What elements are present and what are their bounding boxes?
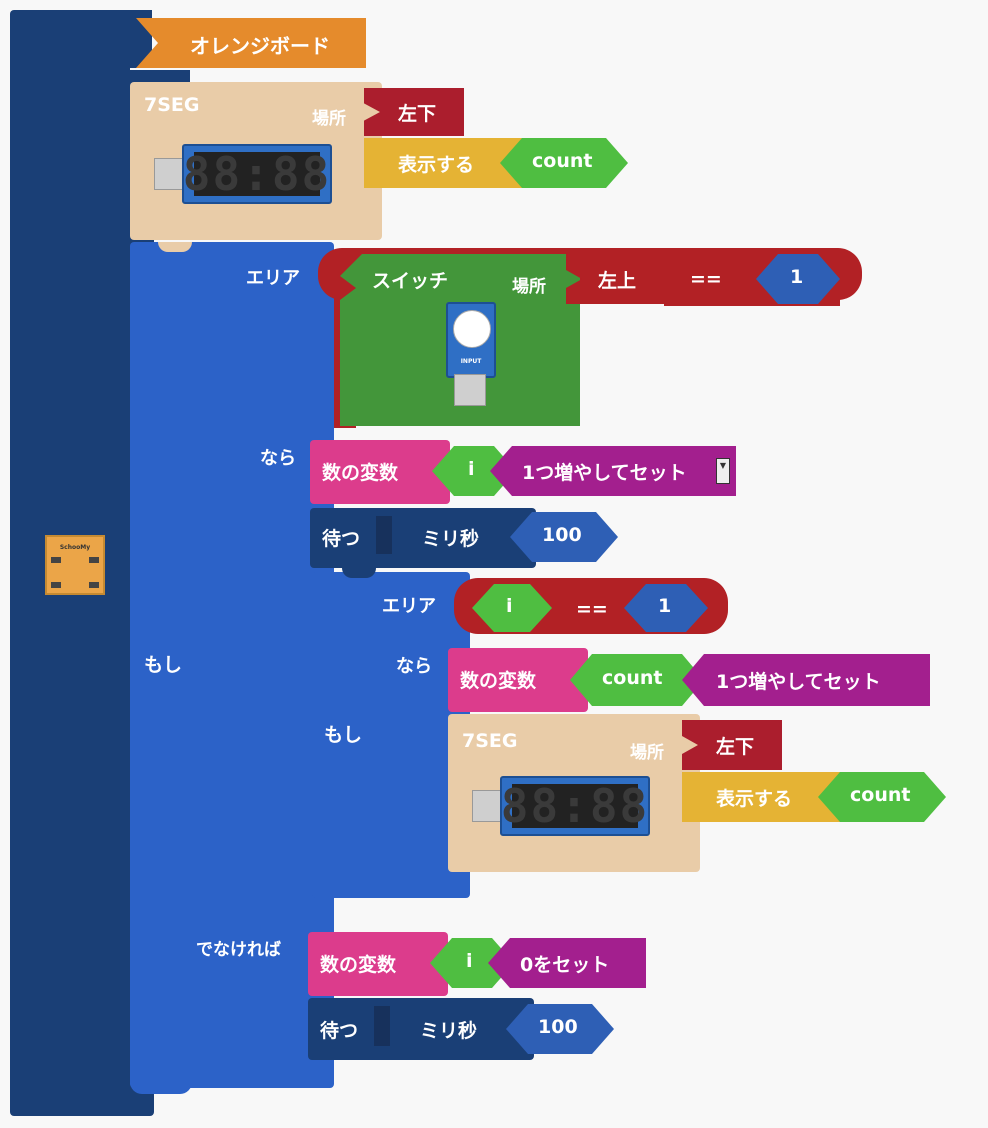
seg-inner-plug-icon [472, 790, 504, 822]
count-increment-text: 1つ増やしてセット [716, 671, 881, 693]
seg-inner-place-dropdown[interactable]: 左下 [682, 720, 782, 770]
seg-inner-place-label: 場所 [630, 743, 664, 763]
var-name-count[interactable]: count [570, 654, 704, 706]
seg-inner-label: 7SEG [462, 730, 518, 752]
schoolmy-board-icon: SchooMy [45, 535, 105, 595]
var-block-count-increment[interactable]: 数の変数 [448, 648, 588, 712]
switch-sensor-icon: INPUT [446, 302, 496, 378]
seg-inner-place-value: 左下 [716, 736, 755, 758]
wait-block-then[interactable]: 待つ [310, 508, 536, 568]
compare-operator-text: == [690, 268, 722, 290]
switch-place-value: 左上 [598, 270, 637, 292]
if-block-outer[interactable] [130, 242, 334, 1088]
wait-divider [376, 516, 392, 554]
increment-action-text: 1つ増やしてセット [522, 462, 687, 484]
wait-value-text: 100 [542, 524, 582, 546]
switch-icon-label: INPUT [460, 358, 482, 365]
var-block-i-reset[interactable]: 数の変数 [308, 932, 448, 996]
var-reset-name-text: i [466, 950, 473, 972]
seg-place-label: 場所 [312, 109, 346, 129]
compare-inner-operator: == [576, 598, 608, 620]
wait-label: 待つ [322, 528, 361, 550]
wait-else-divider [374, 1006, 390, 1046]
chevron-down-icon[interactable]: ▼ [716, 458, 730, 484]
seg-label: 7SEG [144, 94, 200, 116]
orange-board-title: オレンジボード [190, 34, 330, 58]
if-outer-label: もし [144, 654, 183, 676]
var-count-name-text: count [602, 667, 663, 689]
switch-sensor-block[interactable]: スイッチ 場所 INPUT [340, 254, 580, 426]
var-count-label: 数の変数 [460, 670, 537, 692]
if-inner-then-label: なら [396, 656, 432, 677]
switch-label: スイッチ [372, 270, 449, 292]
if-outer-bottom-tab [130, 1080, 192, 1094]
seg-inner-count-text: count [850, 784, 911, 806]
switch-plug-icon [454, 374, 486, 406]
seg-display-block-top[interactable]: 7SEG 場所 88:88 [130, 82, 382, 240]
orange-board-header[interactable]: オレンジボード [136, 18, 366, 68]
var-label: 数の変数 [322, 462, 399, 484]
seg-show-label: 表示する [398, 154, 475, 176]
switch-place-label: 場所 [512, 277, 546, 297]
seg-inner-display-icon: 88:88 [500, 776, 650, 836]
if-inner-top-notch [342, 568, 376, 578]
if-inner-area-label: エリア [382, 596, 436, 617]
wait-value-then[interactable]: 100 [510, 512, 618, 562]
seg-display-icon: 88:88 [182, 144, 332, 204]
if-inner-label: もし [324, 724, 363, 746]
compare-inner-right-text: 1 [658, 595, 672, 617]
if-outer-area-label: エリア [246, 268, 300, 289]
if-block-inner[interactable] [312, 572, 470, 898]
wait-else-label: 待つ [320, 1020, 359, 1042]
seg-inner-count-value[interactable]: count [818, 772, 946, 822]
if-outer-else-label: でなければ [196, 940, 281, 960]
compare-inner-left-text: i [506, 595, 513, 617]
if-outer-top-notch [158, 242, 192, 252]
seg-inner-show-label: 表示する [716, 788, 793, 810]
seg-inner-display-digits: 88:88 [500, 779, 650, 833]
reset-action-text: 0をセット [520, 954, 610, 976]
if-outer-then-label: なら [260, 448, 296, 469]
count-increment-action[interactable]: 1つ増やしてセット [682, 654, 930, 706]
seg-show-action[interactable]: 表示する [364, 138, 524, 188]
seg-count-text: count [532, 150, 593, 172]
var-name-text: i [468, 458, 475, 480]
seg-display-digits: 88:88 [182, 147, 332, 201]
wait-unit: ミリ秒 [422, 528, 480, 550]
seg-display-block-inner[interactable]: 7SEG 場所 88:88 [448, 714, 700, 872]
var-block-i-increment[interactable]: 数の変数 [310, 440, 450, 504]
increment-action[interactable]: 1つ増やしてセット ▼ [490, 446, 736, 496]
wait-else-unit: ミリ秒 [420, 1020, 478, 1042]
var-reset-label: 数の変数 [320, 954, 397, 976]
seg-place-dropdown[interactable]: 左下 [364, 88, 464, 136]
seg-inner-show-action[interactable]: 表示する [682, 772, 844, 822]
seg-place-value: 左下 [398, 103, 437, 125]
wait-else-value-text: 100 [538, 1016, 578, 1038]
wait-value-else[interactable]: 100 [506, 1004, 614, 1054]
compare-right-text: 1 [790, 266, 804, 288]
switch-place-dropdown[interactable]: 左上 [566, 254, 666, 304]
wait-block-else[interactable]: 待つ [308, 998, 534, 1060]
seg-count-value[interactable]: count [500, 138, 628, 188]
reset-action[interactable]: 0をセット [488, 938, 646, 988]
schoolmy-board-icon-label: SchooMy [59, 544, 91, 551]
